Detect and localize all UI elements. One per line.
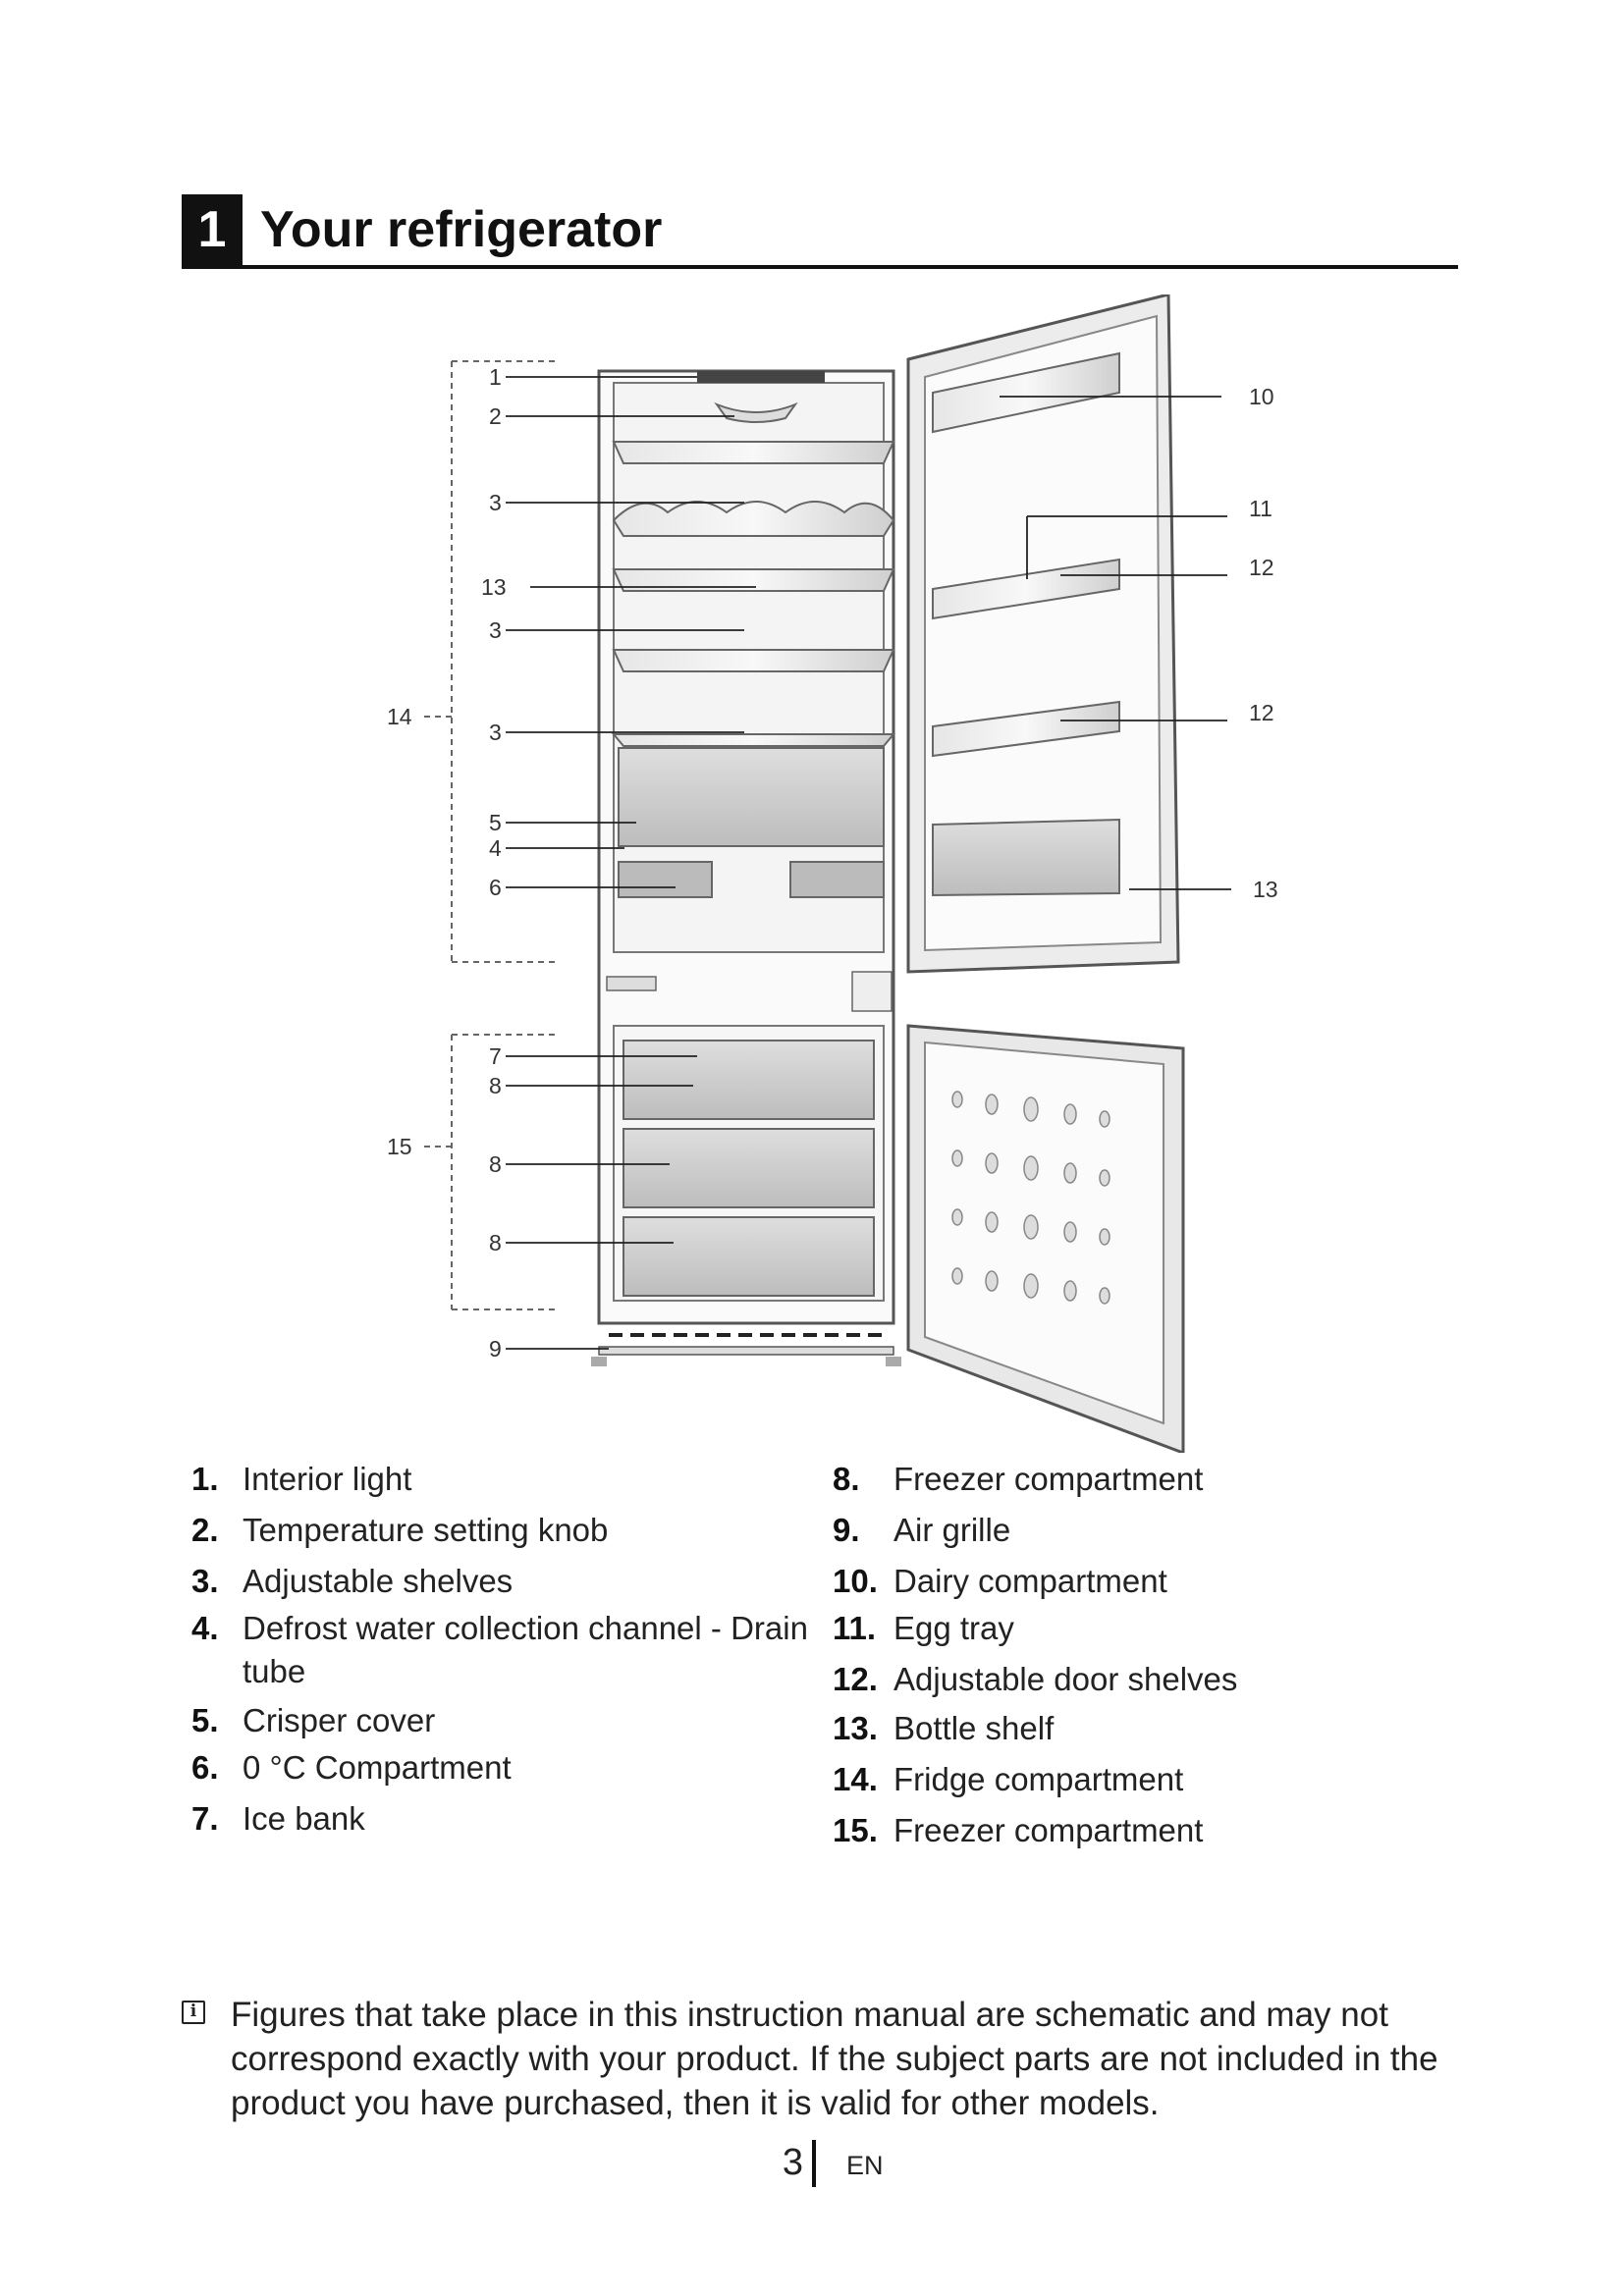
- language-code: EN: [846, 2151, 884, 2180]
- callout-9: 9: [489, 1336, 502, 1362]
- legend-text: Air grille: [893, 1512, 1011, 1548]
- callout-7: 7: [489, 1043, 502, 1069]
- crisper-drawer: [618, 747, 885, 898]
- legend-text: Crisper cover: [243, 1702, 436, 1738]
- legend-item: 3. Adjustable shelves: [191, 1560, 820, 1603]
- legend-number: 12.: [833, 1661, 878, 1697]
- callout-8c: 8: [489, 1230, 502, 1255]
- legend-text: Freezer compartment: [893, 1461, 1204, 1497]
- legend-number: 14.: [833, 1761, 878, 1797]
- legend-item: 9. Air grille: [833, 1509, 1461, 1552]
- group-brackets: [424, 360, 555, 1310]
- legend-number: 11.: [833, 1610, 877, 1646]
- legend-text: Adjustable shelves: [243, 1563, 514, 1599]
- legend-right-column: 8. Freezer compartment 9. Air grille 10.…: [833, 1458, 1461, 1852]
- legend-number: 13.: [833, 1710, 878, 1746]
- callout-1: 1: [489, 364, 502, 390]
- legend-number: 7.: [191, 1800, 219, 1837]
- legend-number: 10.: [833, 1563, 878, 1599]
- callout-15: 15: [387, 1134, 412, 1159]
- callout-12b: 12: [1249, 700, 1274, 725]
- info-icon: i: [182, 2001, 205, 2024]
- freezer-drawers: [623, 1040, 875, 1297]
- callout-8b: 8: [489, 1151, 502, 1177]
- legend-number: 15.: [833, 1812, 878, 1848]
- section-header: 1 Your refrigerator: [182, 194, 1458, 270]
- legend-item: 11. Egg tray: [833, 1607, 1461, 1650]
- refrigerator-illustration: 1 2 3 13 3 14 3 5 4 6 10 11 12 12 13 7 8…: [387, 294, 1278, 1453]
- legend-number: 5.: [191, 1702, 219, 1738]
- callout-3: 3: [489, 490, 502, 515]
- legend-left-column: 1. Interior light 2. Temperature setting…: [191, 1458, 820, 1841]
- legend-text: Egg tray: [893, 1610, 1014, 1646]
- callout-13b: 13: [1253, 877, 1278, 902]
- legend-text: Fridge compartment: [893, 1761, 1184, 1797]
- callout-2: 2: [489, 403, 502, 429]
- fridge-door: [906, 294, 1180, 974]
- legend-number: 3.: [191, 1563, 219, 1599]
- legend-text: Bottle shelf: [893, 1710, 1055, 1746]
- refrigerator-diagram: 1 2 3 13 3 14 3 5 4 6 10 11 12 12 13 7 8…: [363, 294, 1296, 1453]
- legend-text: Dairy compartment: [893, 1563, 1167, 1599]
- schematic-note: i Figures that take place in this instru…: [182, 1993, 1517, 2125]
- leader-lines: [506, 376, 1231, 1350]
- callout-14: 14: [387, 704, 412, 729]
- legend-item: 2. Temperature setting knob: [191, 1509, 820, 1552]
- legend-item: 8. Freezer compartment: [833, 1458, 1461, 1501]
- legend-text: Defrost water collection channel - Drain…: [243, 1610, 808, 1689]
- freezer-door: [906, 1024, 1185, 1453]
- note-text: Figures that take place in this instruct…: [231, 1996, 1438, 2122]
- callout-3b: 3: [489, 617, 502, 643]
- glass-shelves: [611, 441, 896, 747]
- legend-item: 5. Crisper cover: [191, 1699, 820, 1742]
- section-title: Your refrigerator: [260, 201, 663, 258]
- legend-number: 1.: [191, 1461, 219, 1497]
- page-number: 3: [782, 2142, 803, 2183]
- legend-number: 6.: [191, 1749, 219, 1786]
- legend-item: 6. 0 °C Compartment: [191, 1746, 820, 1789]
- legend-item: 4. Defrost water collection channel - Dr…: [191, 1607, 820, 1693]
- callout-4: 4: [489, 835, 502, 861]
- legend-item: 1. Interior light: [191, 1458, 820, 1501]
- legend-item: 13. Bottle shelf: [833, 1707, 1461, 1750]
- legend-text: Interior light: [243, 1461, 412, 1497]
- legend-number: 4.: [191, 1610, 219, 1646]
- legend-item: 10. Dairy compartment: [833, 1560, 1461, 1603]
- callout-6: 6: [489, 875, 502, 900]
- legend-number: 9.: [833, 1512, 860, 1548]
- section-number: 1: [182, 194, 243, 266]
- legend-item: 7. Ice bank: [191, 1797, 820, 1841]
- legend-number: 8.: [833, 1461, 860, 1497]
- footer-divider: [812, 2140, 816, 2187]
- legend-text: Temperature setting knob: [243, 1512, 609, 1548]
- legend-text: Adjustable door shelves: [893, 1661, 1238, 1697]
- header-rule: [182, 265, 1458, 269]
- page-footer: 3 EN: [0, 2138, 1624, 2193]
- callout-12: 12: [1249, 555, 1274, 580]
- legend-number: 2.: [191, 1512, 219, 1548]
- callout-3c: 3: [489, 720, 502, 745]
- callout-11: 11: [1249, 496, 1272, 521]
- legend-text: Ice bank: [243, 1800, 365, 1837]
- callout-5: 5: [489, 810, 502, 835]
- legend-item: 15. Freezer compartment: [833, 1809, 1461, 1852]
- legend-item: 12. Adjustable door shelves: [833, 1658, 1461, 1701]
- callout-labels: 1 2 3 13 3 14 3 5 4 6 10 11 12 12 13 7 8…: [387, 364, 1278, 1362]
- legend-text: Freezer compartment: [893, 1812, 1204, 1848]
- legend-item: 14. Fridge compartment: [833, 1758, 1461, 1801]
- legend-text: 0 °C Compartment: [243, 1749, 512, 1786]
- callout-13: 13: [481, 574, 507, 600]
- callout-10: 10: [1249, 384, 1274, 409]
- callout-8: 8: [489, 1073, 502, 1098]
